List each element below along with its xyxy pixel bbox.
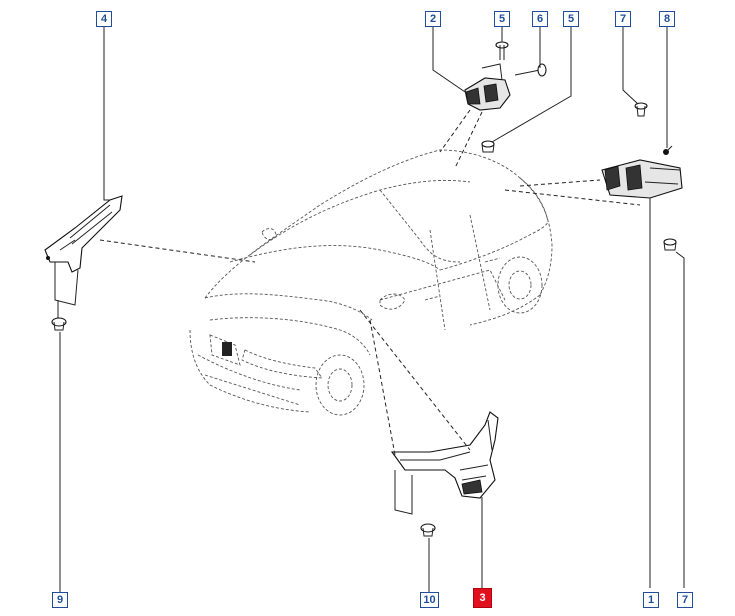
callout-6[interactable]: 6 [532,11,548,27]
hinge-part-1 [601,145,683,199]
callout-5-left[interactable]: 5 [494,11,510,27]
callout-7-top[interactable]: 7 [615,11,631,27]
bolt-9 [51,317,67,331]
bolt-5-top [495,41,509,60]
callout-5-right[interactable]: 5 [563,11,579,27]
hinge-part-3 [390,411,499,515]
callout-10[interactable]: 10 [420,592,439,608]
leader-lines [59,26,685,592]
callout-1[interactable]: 1 [643,592,659,608]
nut-5 [481,140,495,153]
nut-7 [663,238,677,251]
bolt-10 [420,523,436,537]
car-body [189,149,553,416]
callout-2[interactable]: 2 [425,11,441,27]
callout-7-bottom[interactable]: 7 [677,592,693,608]
hinge-part-2 [464,63,511,111]
screw-7-top [634,102,648,117]
logo-mark [222,342,232,356]
connection-lines [99,109,641,456]
bolt-6 [514,63,547,77]
callout-8[interactable]: 8 [659,11,675,27]
callout-9[interactable]: 9 [52,592,68,608]
callout-4[interactable]: 4 [96,11,112,27]
callout-3-selected[interactable]: 3 [473,588,492,608]
hinge-part-4 [44,195,123,318]
